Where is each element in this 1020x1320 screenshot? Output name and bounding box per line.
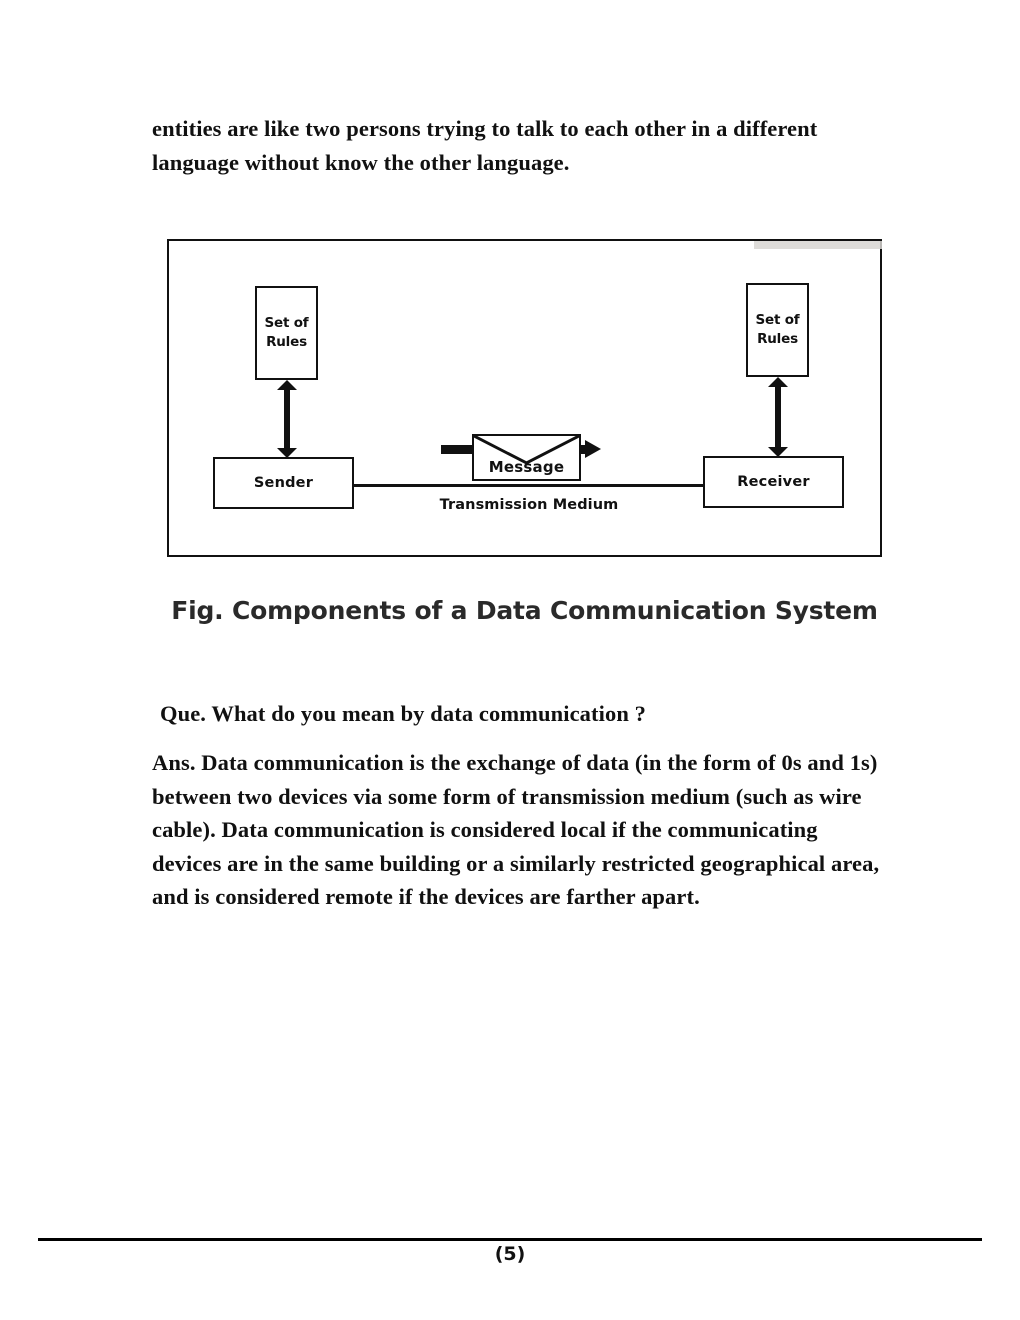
receiver-label: Receiver [737,474,810,490]
arrow-shaft [775,384,781,450]
set-of-rules-box-right: Set of Rules [746,283,809,377]
double-arrow-icon-receiver-rules [768,377,788,457]
sender-label: Sender [253,475,314,491]
arrow-head-up-icon [768,377,788,387]
figure-caption: Fig. Components of a Data Communication … [171,596,878,625]
double-arrow-icon-sender-rules [277,380,297,458]
diagram-outer-frame: Set of Rules Set of Rules Sender [167,239,882,557]
arrow-head-down-icon [277,448,297,458]
set-of-rules-label-left: Set of Rules [265,314,309,352]
intro-paragraph: entities are like two persons trying to … [152,116,818,175]
question-heading: Que. What do you mean by data communicat… [160,701,647,726]
rules-left-line1: Set of [264,315,309,331]
arrow-head-down-icon [768,447,788,457]
set-of-rules-label-right: Set of Rules [756,311,800,349]
sender-box: Sender [213,457,354,509]
page-number: (5) [494,1243,526,1265]
arrow-head-right-icon [585,440,601,458]
rules-right-line1: Set of [755,312,800,328]
footer-divider [38,1238,982,1241]
figure-components-of-data-communication-system: Set of Rules Set of Rules Sender [167,239,882,625]
scan-artifact [754,241,882,249]
transmission-medium-label: Transmission Medium [439,497,619,513]
arrow-shaft [284,387,290,451]
envelope-flap-icon [474,436,579,479]
envelope-icon: Message [472,434,581,481]
rules-right-line2: Rules [757,331,798,347]
answer-paragraph: Ans. Data communication is the exchange … [152,750,880,909]
arrow-head-up-icon [277,380,297,390]
set-of-rules-box-left: Set of Rules [255,286,318,380]
rules-left-line2: Rules [266,334,307,350]
receiver-box: Receiver [703,456,844,508]
transmission-medium-line [354,484,704,487]
message-label: Message [488,458,565,476]
